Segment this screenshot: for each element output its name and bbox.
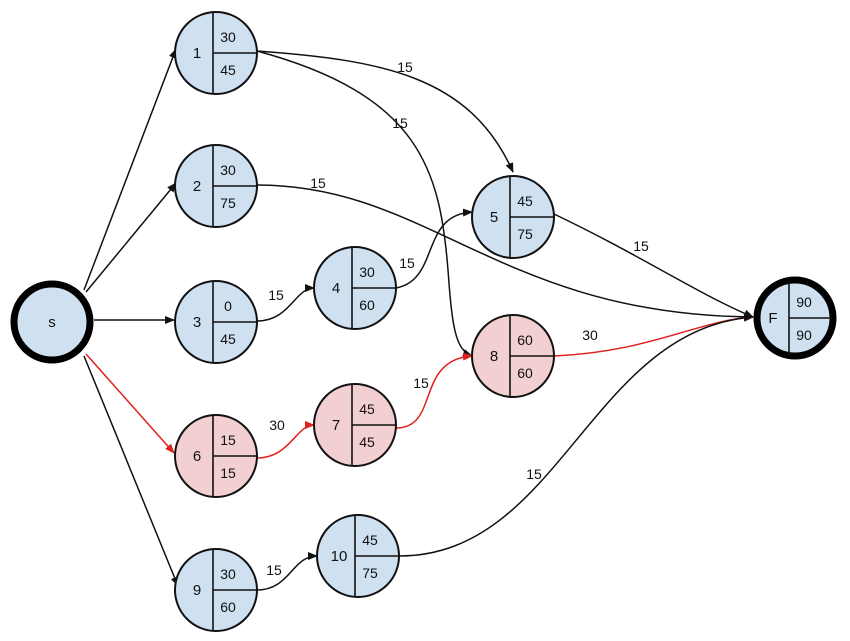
node-top-value: 45 — [362, 532, 378, 548]
edge-7-to-8-critical — [395, 352, 473, 429]
node-bottom-value: 45 — [220, 331, 236, 347]
node-top-value: 90 — [796, 294, 812, 310]
edge-weight-label: 30 — [582, 327, 598, 343]
node-id-label: 9 — [193, 582, 201, 599]
edge-weight-label: 15 — [397, 59, 413, 75]
node-7: 7 45 45 — [313, 383, 397, 467]
node-id-label: s — [48, 314, 56, 331]
edge-4-to-5 — [395, 208, 473, 289]
node-f: F 90 90 — [753, 276, 837, 360]
edge-weight-label: 30 — [269, 417, 285, 433]
edge-weight-label: 15 — [399, 255, 415, 271]
node-top-value: 30 — [220, 162, 236, 178]
node-bottom-value: 75 — [362, 565, 378, 581]
node-9: 9 30 60 — [174, 548, 258, 632]
edge-weight-label: 15 — [392, 115, 408, 131]
edge-1-to-5 — [256, 50, 514, 173]
node-1: 1 30 45 — [174, 11, 258, 95]
edge-S-to-9 — [83, 355, 179, 587]
edge-9-to-10 — [256, 552, 318, 591]
edge-weight-label: 15 — [268, 287, 284, 303]
node-bottom-value: 45 — [220, 62, 236, 78]
node-bottom-value: 75 — [517, 226, 533, 242]
node-2: 2 30 75 — [174, 144, 258, 228]
node-top-value: 30 — [220, 566, 236, 582]
nodes-layer: s130452307530454306054575615157454586060… — [10, 11, 837, 632]
edge-S-to-2 — [85, 182, 177, 293]
node-id-label: 6 — [193, 448, 201, 465]
node-s: s — [10, 280, 94, 364]
node-bottom-value: 15 — [220, 465, 236, 481]
node-bottom-value: 60 — [517, 365, 533, 381]
node-bottom-value: 90 — [796, 327, 812, 343]
node-id-label: 7 — [332, 417, 340, 434]
edge-weight-label: 15 — [310, 175, 326, 191]
edge-10-to-F — [398, 313, 754, 557]
node-circle — [10, 280, 94, 364]
edge-weight-label: 15 — [413, 375, 429, 391]
edge-2-to-F — [256, 184, 754, 321]
node-id-label: 3 — [193, 314, 201, 331]
node-6: 6 15 15 — [174, 414, 258, 498]
node-top-value: 45 — [517, 193, 533, 209]
node-5: 5 45 75 — [471, 175, 555, 259]
edge-labels-layer: 15 15 15 15 15 15 30 15 30 15 15 — [266, 59, 649, 578]
node-10: 10 45 75 — [316, 514, 400, 598]
node-top-value: 0 — [224, 298, 232, 314]
node-top-value: 30 — [220, 29, 236, 45]
node-top-value: 15 — [220, 432, 236, 448]
node-bottom-value: 75 — [220, 195, 236, 211]
node-id-label: 1 — [193, 45, 201, 62]
node-id-label: 4 — [332, 280, 340, 297]
node-8: 8 60 60 — [471, 314, 555, 398]
node-3: 3 0 45 — [174, 280, 258, 364]
node-bottom-value: 45 — [359, 434, 375, 450]
node-top-value: 45 — [359, 401, 375, 417]
node-id-label: 5 — [490, 209, 498, 226]
node-id-label: F — [768, 310, 777, 327]
edge-5-to-F — [553, 213, 754, 318]
edges-layer — [83, 48, 754, 591]
edge-weight-label: 15 — [526, 466, 542, 482]
node-top-value: 60 — [517, 332, 533, 348]
edge-S-to-6-critical — [85, 353, 175, 454]
edge-weight-label: 15 — [266, 562, 282, 578]
edge-3-to-4 — [256, 284, 315, 322]
node-id-label: 2 — [193, 178, 201, 195]
edge-weight-label: 15 — [633, 238, 649, 254]
node-id-label: 10 — [331, 548, 348, 565]
node-4: 4 30 60 — [313, 246, 397, 330]
edge-6-to-7-critical — [256, 421, 315, 459]
node-bottom-value: 60 — [220, 599, 236, 615]
node-bottom-value: 60 — [359, 297, 375, 313]
edge-S-to-1 — [83, 48, 177, 291]
node-id-label: 8 — [490, 348, 498, 365]
edge-1-to-8 — [256, 50, 473, 357]
node-top-value: 30 — [359, 264, 375, 280]
